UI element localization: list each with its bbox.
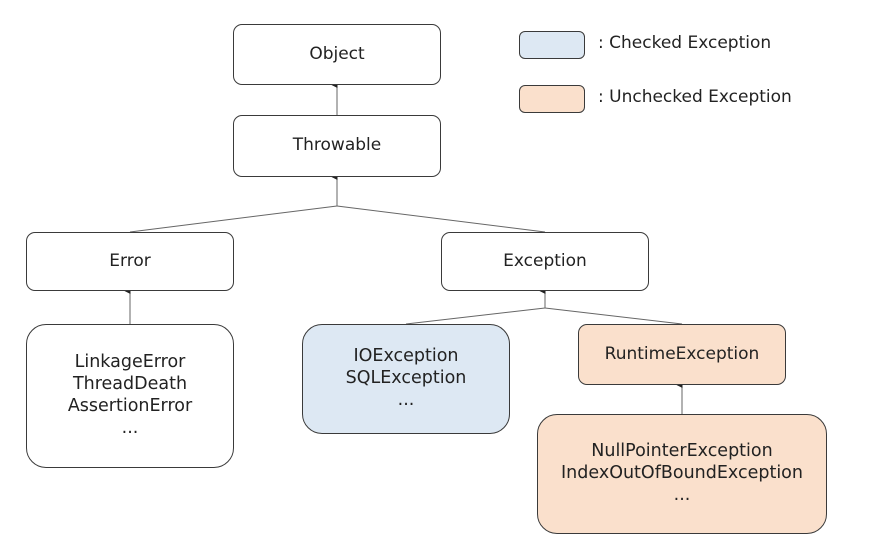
object-label: Object (309, 43, 365, 64)
branch-exception-to-throwable (336, 205, 546, 233)
error-subclass-3: AssertionError (67, 396, 193, 416)
error-label: Error (109, 250, 151, 271)
runtime-subclass-1: NullPointerException (591, 441, 773, 462)
legend-checked-label: : Checked Exception (598, 33, 772, 53)
branch-checked-to-exception (405, 307, 546, 325)
checked-exception-1: IOException (353, 346, 459, 367)
error-subclass-more: ... (121, 417, 139, 438)
throwable-node: Throwable (233, 115, 441, 177)
runtime-exception-node: RuntimeException (578, 324, 786, 385)
checked-exception-more: ... (397, 389, 415, 410)
runtime-subclass-more: ... (673, 484, 691, 505)
error-subclass-2: ThreadDeath (72, 374, 188, 395)
branch-error-to-throwable (129, 205, 338, 233)
error-subclasses-node: LinkageError ThreadDeath AssertionError … (26, 324, 234, 468)
checked-exceptions-node: IOException SQLException ... (302, 324, 510, 434)
checked-exception-2: SQLException (345, 368, 467, 389)
branch-runtime-to-exception (544, 307, 683, 325)
exception-node: Exception (441, 232, 649, 291)
throwable-label: Throwable (292, 135, 382, 156)
runtime-subclass-2: IndexOutOfBoundException (561, 463, 803, 484)
legend-unchecked-swatch (519, 85, 585, 113)
runtime-subclasses-node: NullPointerException IndexOutOfBoundExce… (537, 414, 827, 534)
exception-label: Exception (503, 250, 587, 271)
error-node: Error (26, 232, 234, 291)
runtime-exception-label: RuntimeException (604, 343, 760, 364)
legend-checked-swatch (519, 31, 585, 59)
legend-unchecked-label: : Unchecked Exception (598, 87, 792, 107)
error-subclass-1: LinkageError (74, 352, 186, 373)
object-node: Object (233, 24, 441, 85)
